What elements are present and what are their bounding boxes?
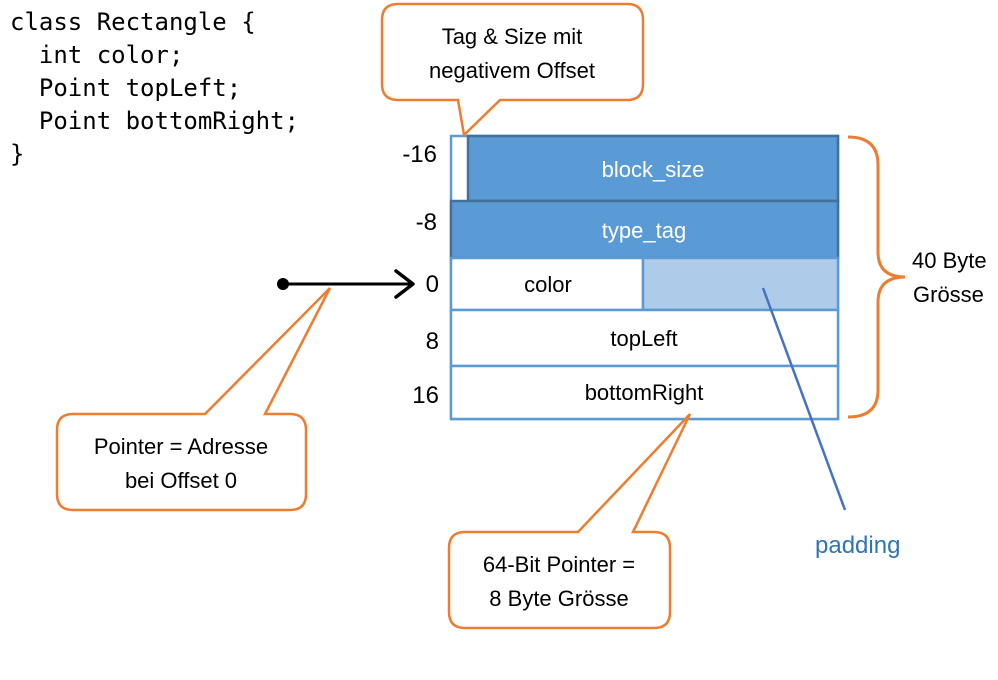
bottom-right-cell bbox=[449, 364, 840, 421]
offset-16: 16 bbox=[412, 382, 439, 409]
tag-size-callout bbox=[380, 2, 645, 138]
code-line-3: Point topLeft; bbox=[10, 74, 242, 102]
pointer-arrow-head bbox=[394, 269, 415, 299]
size-brace bbox=[847, 135, 906, 419]
offset-0: 0 bbox=[426, 271, 439, 298]
size-label-line1: 40 Byte bbox=[912, 248, 987, 273]
pointer-arrow-dot bbox=[277, 278, 289, 290]
tag-size-callout-line2: negativem Offset bbox=[429, 58, 595, 83]
pointer64-callout-line2: 8 Byte Grösse bbox=[489, 586, 628, 611]
offset-8: 8 bbox=[426, 328, 439, 355]
color-label: color bbox=[524, 272, 572, 297]
code-line-4: Point bottomRight; bbox=[10, 107, 299, 135]
size-label-line2: Grösse bbox=[913, 282, 984, 307]
pointer-callout bbox=[55, 287, 332, 512]
top-left-label: topLeft bbox=[610, 326, 677, 351]
type-tag-label: type_tag bbox=[602, 218, 686, 243]
bottom-right-label: bottomRight bbox=[585, 380, 704, 405]
type-tag-cell bbox=[449, 199, 840, 260]
pointer-callout-line1: Pointer = Adresse bbox=[94, 434, 268, 459]
pointer-callout-line2: bei Offset 0 bbox=[125, 468, 237, 493]
padding-label: padding bbox=[815, 532, 900, 559]
class-definition-code: class Rectangle { int color; Point topLe… bbox=[10, 6, 299, 171]
padding-pointer-line bbox=[761, 287, 847, 511]
block-size-cell bbox=[466, 134, 840, 203]
offset-minus-16: -16 bbox=[402, 141, 437, 168]
offset-minus-8: -8 bbox=[416, 209, 437, 236]
code-line-2: int color; bbox=[10, 41, 184, 69]
block-size-label: block_size bbox=[602, 157, 705, 182]
padding-cell bbox=[641, 256, 840, 312]
tag-size-callout-line1: Tag & Size mit bbox=[442, 24, 583, 49]
pointer64-callout bbox=[447, 413, 692, 630]
pointer64-callout-line1: 64-Bit Pointer = bbox=[483, 552, 635, 577]
code-line-5: } bbox=[10, 140, 25, 168]
code-line-1: class Rectangle { bbox=[10, 8, 256, 36]
